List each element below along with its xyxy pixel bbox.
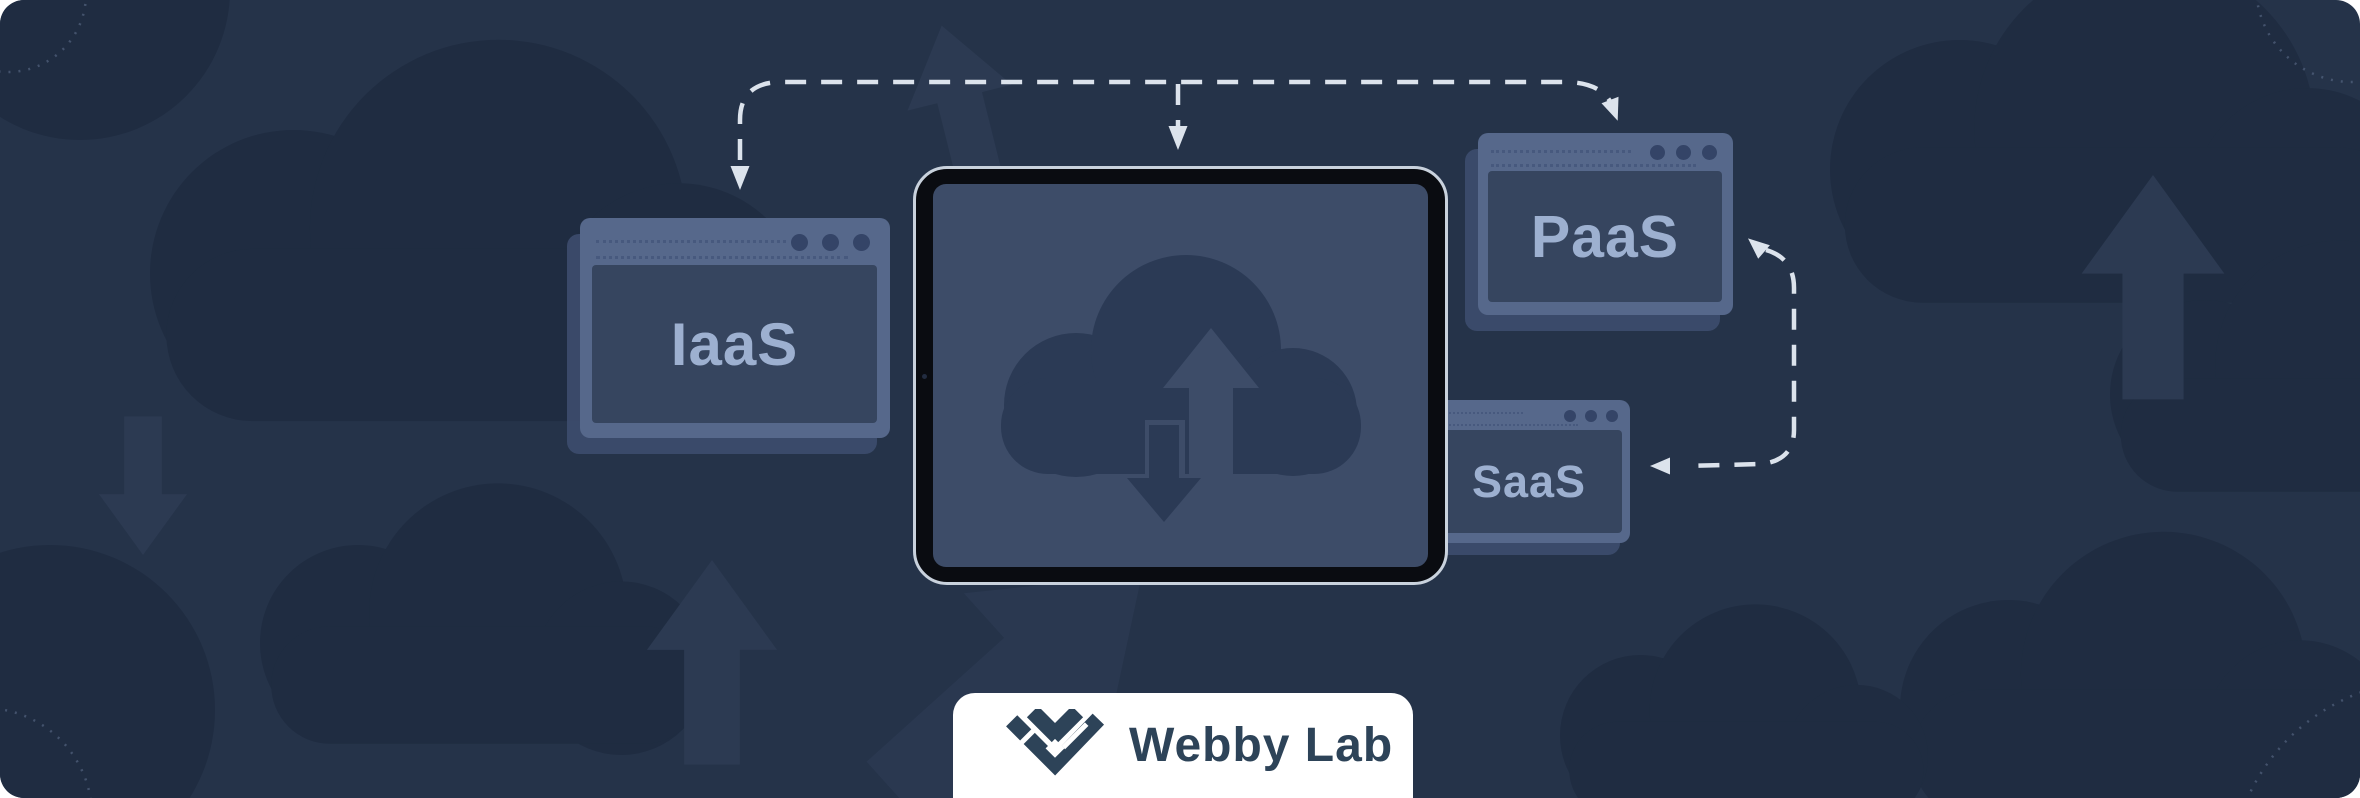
window-control-dots (791, 234, 870, 251)
titlebar-dotted-line (1491, 150, 1631, 153)
arrow-into-paas-icon (1748, 238, 1770, 259)
arrow-to-paas-icon (1601, 96, 1619, 121)
arrow-to-iaas-icon (730, 166, 750, 190)
cloud-sync-icon (1000, 254, 1361, 522)
iaas-label: IaaS (670, 310, 799, 378)
connector-top-path (737, 79, 1613, 160)
connector-paas-saas-path (1683, 247, 1797, 469)
window-dot-icon (1702, 145, 1717, 160)
window-content: IaaS (592, 265, 877, 423)
paas-label: PaaS (1530, 203, 1680, 270)
titlebar-dotted-line (1491, 164, 1696, 167)
titlebar-dotted-line (1438, 424, 1578, 426)
webbylab-logo-card: Webby Lab (953, 693, 1413, 798)
window-dot-icon (791, 234, 808, 251)
window-dot-icon (822, 234, 839, 251)
arrow-to-tablet-icon (1168, 126, 1188, 150)
window-frame: SaaS (1428, 400, 1630, 543)
titlebar-dotted-line (1438, 412, 1523, 414)
webbylab-logo-text: Webby Lab (1129, 719, 1394, 772)
window-dot-icon (1606, 410, 1618, 422)
saas-window: SaaS (1418, 400, 1630, 555)
tablet-screen (933, 184, 1428, 567)
window-dot-icon (853, 234, 870, 251)
window-dot-icon (1564, 410, 1576, 422)
window-frame: IaaS (580, 218, 890, 438)
titlebar-dotted-line (596, 240, 786, 243)
tablet-camera-dot (922, 373, 927, 379)
titlebar-dotted-line (596, 256, 848, 259)
saas-label: SaaS (1471, 455, 1587, 507)
window-control-dots (1564, 410, 1618, 422)
iaas-window: IaaS (567, 218, 890, 454)
window-frame: PaaS (1478, 133, 1733, 315)
window-dot-icon (1650, 145, 1665, 160)
paas-window: PaaS (1465, 133, 1733, 331)
arrow-to-saas-icon (1650, 457, 1670, 475)
window-control-dots (1650, 145, 1717, 160)
window-dot-icon (1585, 410, 1597, 422)
window-content: PaaS (1488, 171, 1722, 302)
webbylab-logo-mark-icon (1006, 709, 1105, 776)
window-content: SaaS (1436, 430, 1622, 533)
window-dot-icon (1676, 145, 1691, 160)
tablet-device (913, 166, 1448, 585)
